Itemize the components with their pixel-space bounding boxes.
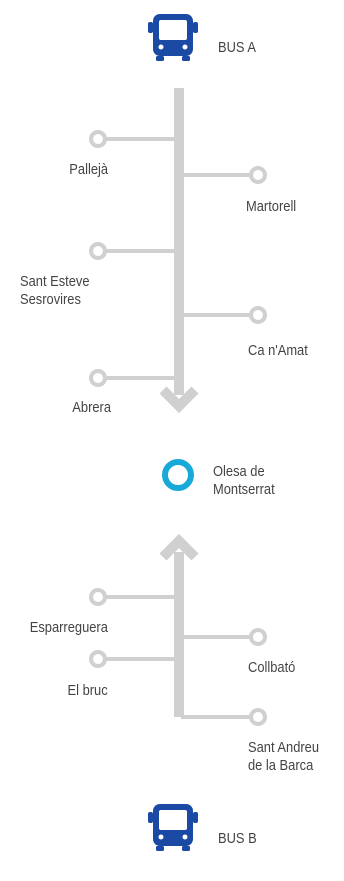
- bus-a-label: BUS A: [218, 39, 257, 56]
- stop-label-collbato: Collbató: [248, 659, 296, 676]
- stop-branch-sant-esteve: [89, 242, 177, 260]
- stop-label-pallej: Pallejà: [69, 161, 108, 178]
- stop-label-abrera: Abrera: [72, 399, 111, 416]
- stop-label-sant-andreu: Sant Andreu de la Barca: [248, 739, 320, 774]
- stop-branch-martorell: [181, 166, 267, 184]
- stop-label-martorell: Martorell: [246, 198, 297, 215]
- stop-label-sant-esteve: Sant Esteve Sesrovires: [20, 273, 90, 308]
- hub-label: Olesa de Montserrat: [213, 463, 275, 498]
- route-a-line: [159, 88, 199, 414]
- hub-ring-icon: [162, 459, 194, 491]
- route-b-line: [159, 533, 199, 717]
- bus-b-icon: [148, 804, 198, 851]
- stop-branch-collbato: [181, 628, 267, 646]
- stop-label-ca-namat: Ca n'Amat: [248, 342, 308, 359]
- stop-branch-el-bruc: [89, 650, 177, 668]
- stop-branch-pallej: [89, 130, 177, 148]
- bus-a-icon: [148, 14, 198, 61]
- stop-branch-abrera: [89, 369, 177, 387]
- stop-label-esparreguera: Esparreguera: [29, 619, 108, 636]
- stop-branch-esparreguera: [89, 588, 177, 606]
- stop-branch-ca-namat: [181, 306, 267, 324]
- stop-branch-sant-andreu: [181, 708, 267, 726]
- stop-label-el-bruc: El bruc: [67, 682, 108, 699]
- bus-b-label: BUS B: [218, 830, 257, 847]
